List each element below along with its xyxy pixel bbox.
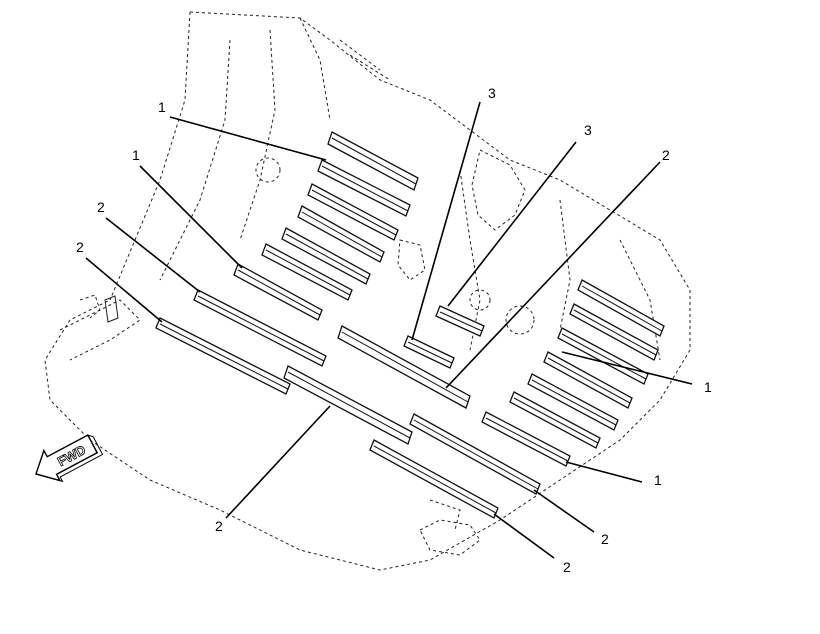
callouts: 1 1 2 2 3 3 2 1 1 2 2 2: [76, 85, 712, 575]
mat-1b: [317, 159, 411, 217]
mat-2c: [337, 325, 471, 409]
right-side-mats: [481, 279, 665, 467]
callout-3-left: 3: [488, 85, 496, 101]
callout-2-bottom-right: 2: [601, 531, 609, 547]
mat-1i: [569, 303, 659, 361]
mat-1e: [281, 227, 371, 285]
leader-lines: [85, 101, 693, 559]
mat-1n: [481, 411, 571, 467]
small-mats: [403, 305, 485, 369]
mat-3a: [403, 335, 455, 369]
callout-2-bottom: 2: [563, 559, 571, 575]
mat-1h: [577, 279, 665, 337]
callout-1-upper: 1: [158, 99, 166, 115]
callout-1-left: 1: [132, 147, 140, 163]
mat-1k: [543, 351, 633, 409]
mat-2d: [283, 365, 413, 445]
mat-1c: [307, 183, 399, 241]
long-strip-mats: [155, 289, 541, 519]
mat-2b: [155, 317, 291, 395]
mat-1f: [261, 243, 353, 301]
callout-2-left-lower: 2: [76, 239, 84, 255]
callout-2-left-upper: 2: [97, 199, 105, 215]
callout-2-bottom-left: 2: [215, 518, 223, 534]
callout-1-lower-right: 1: [654, 472, 662, 488]
rear-upper-mats: [233, 131, 419, 321]
mat-2f: [369, 439, 499, 519]
mat-3b: [435, 305, 485, 337]
mat-1d: [297, 205, 385, 263]
mat-1a: [327, 131, 419, 191]
mat-1g: [233, 263, 323, 321]
mat-1m: [509, 391, 601, 449]
fwd-arrow-icon: FWD: [35, 434, 104, 483]
callout-3-right: 3: [584, 122, 592, 138]
callout-2-upper-right: 2: [662, 147, 670, 163]
mat-1j: [557, 327, 649, 385]
mat-2e: [409, 413, 541, 495]
mat-2a: [193, 289, 327, 367]
mat-1l: [527, 373, 619, 431]
callout-1-right: 1: [704, 379, 712, 395]
